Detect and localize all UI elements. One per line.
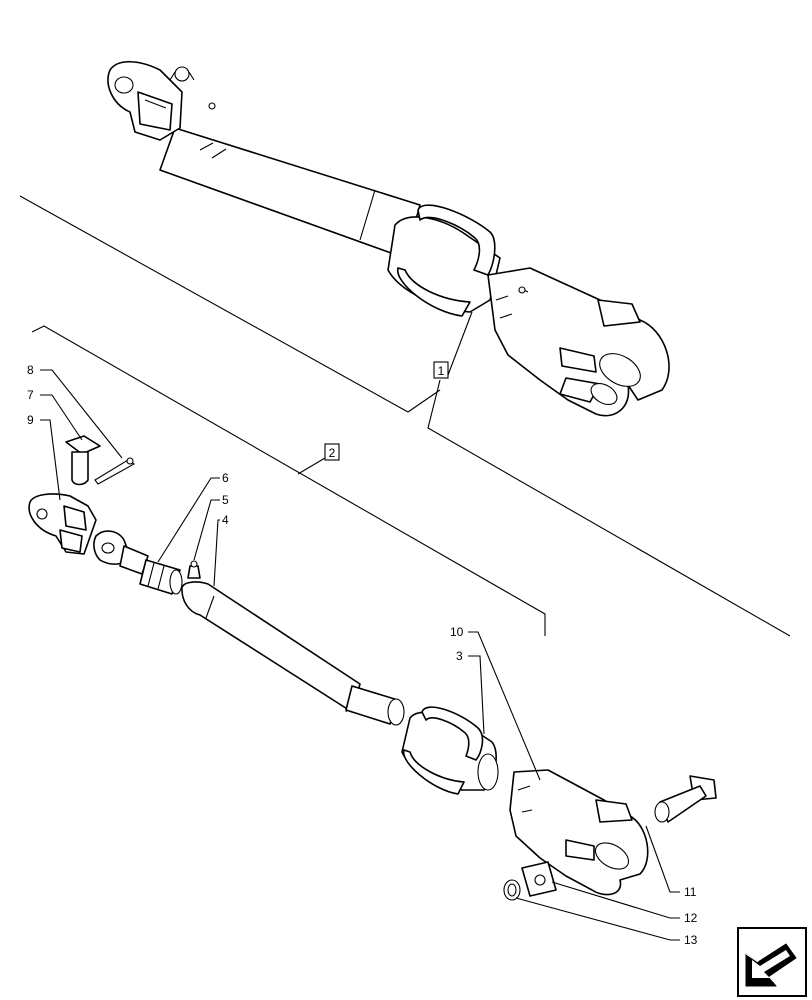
assembly-2-exploded xyxy=(28,435,717,901)
callout-4: 4 xyxy=(222,513,229,527)
callout-7: 7 xyxy=(27,388,34,402)
callout-labels: 1 2 3 4 5 6 7 8 9 10 11 12 13 xyxy=(27,361,698,947)
reference-lines xyxy=(19,195,791,637)
callout-8: 8 xyxy=(27,363,34,377)
callout-12: 12 xyxy=(684,911,698,925)
callout-6: 6 xyxy=(222,471,229,485)
callout-1: 1 xyxy=(438,364,445,378)
previous-page-arrow-icon[interactable] xyxy=(737,927,807,997)
callout-9: 9 xyxy=(27,413,34,427)
callout-2-box xyxy=(324,443,340,461)
leader-lines xyxy=(40,369,680,941)
callout-5: 5 xyxy=(222,493,229,507)
callout-11: 11 xyxy=(684,885,697,899)
callout-3: 3 xyxy=(456,649,463,663)
callout-10: 10 xyxy=(450,625,464,639)
assembly-1-top-link xyxy=(107,60,670,417)
callout-13: 13 xyxy=(684,933,698,947)
callout-1-box xyxy=(433,361,449,379)
callout-2: 2 xyxy=(329,446,336,460)
